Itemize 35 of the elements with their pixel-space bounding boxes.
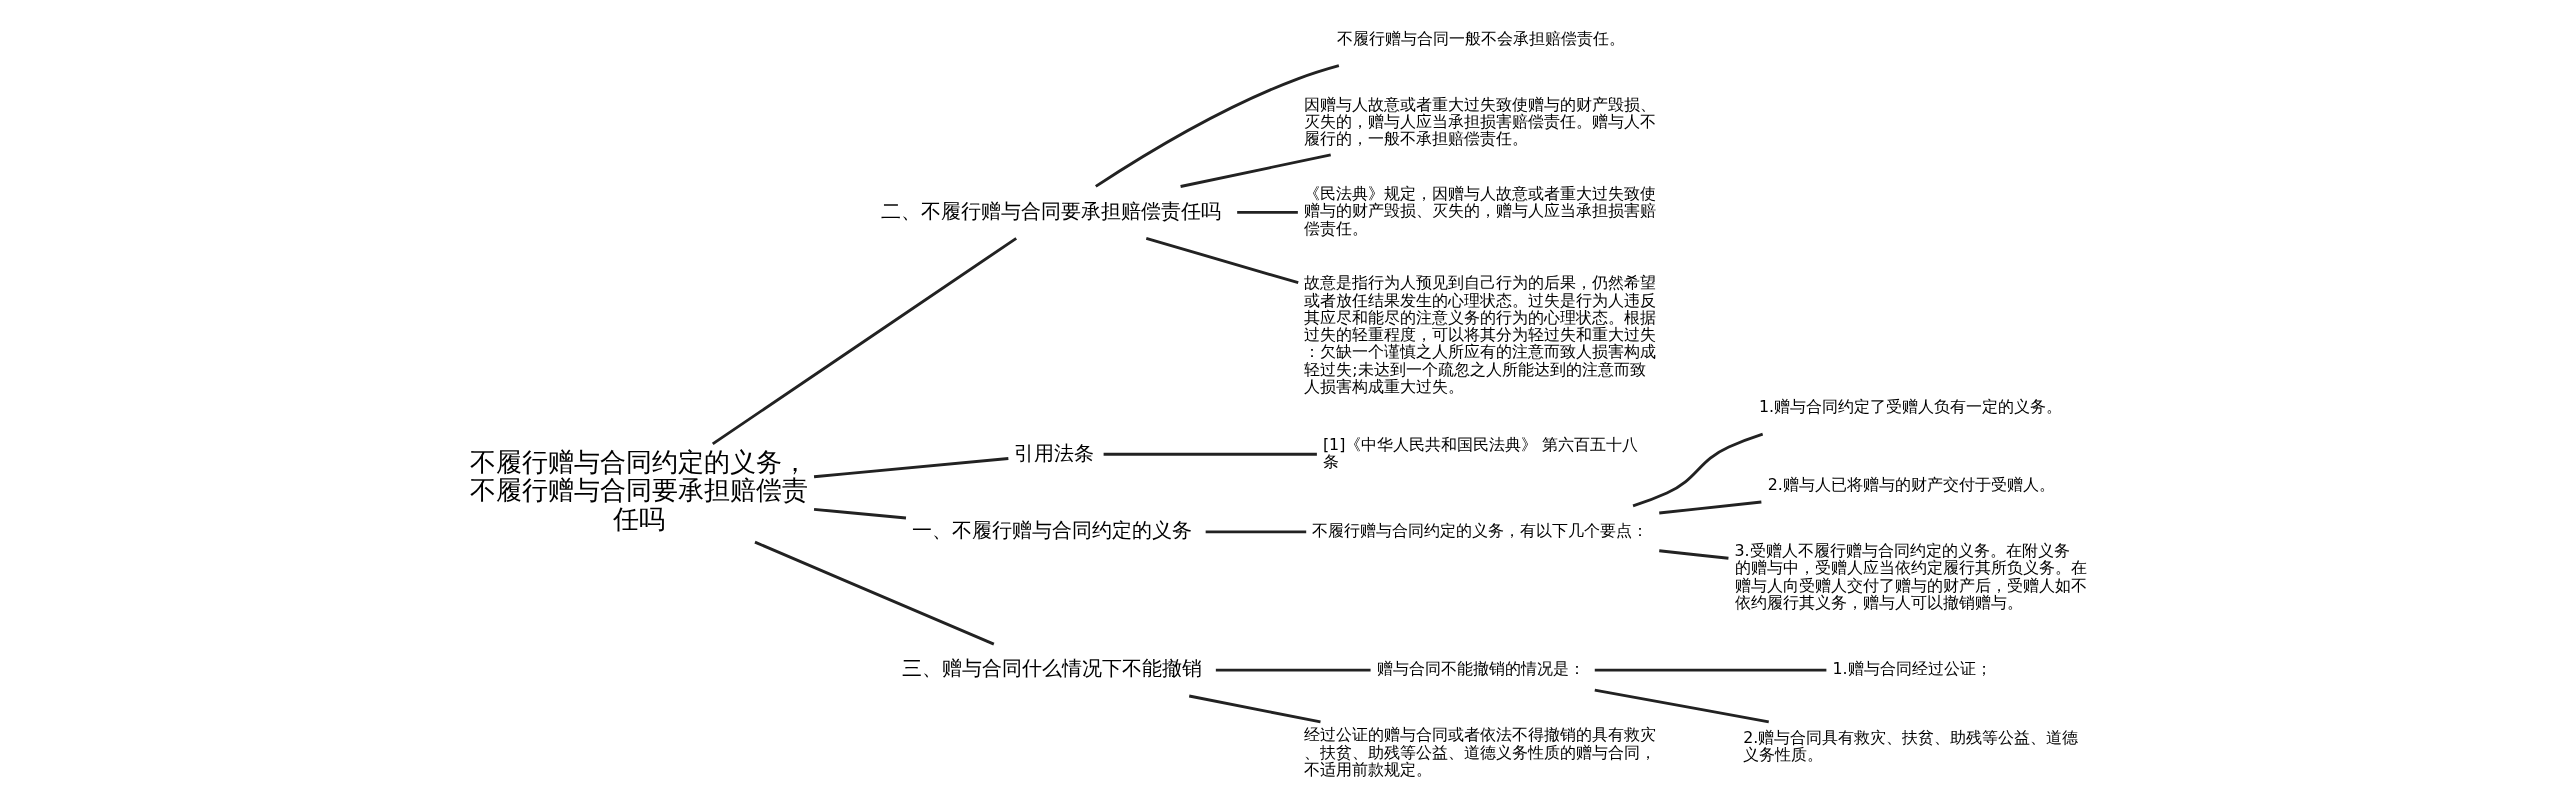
node-text: 赠与合同不能撤销的情况是： [1376,659,1585,679]
node-text: 不履行赠与合同一般不会承担赔偿责任。 [1336,28,1625,48]
node-text: 2.赠与合同具有救灾、扶贫、助残等公益、道德义务性质。 [1742,728,2078,765]
connector [813,457,1008,479]
node-text: 1.赠与合同经过公证； [1831,659,1992,679]
connector [1632,432,1763,508]
connector [1103,452,1317,456]
node-text: 三、赠与合同什么情况下不能撤销 [901,656,1202,681]
connector [1594,688,1769,724]
node-text: 不履行赠与合同约定的义务，不履行赠与合同要承担赔偿责任吗 [469,446,808,535]
connector [1188,694,1321,724]
node-text: 一、不履行赠与合同约定的义务 [911,518,1192,543]
connector [1594,668,1826,672]
node-text: 不履行赠与合同约定的义务，有以下几个要点： [1311,520,1648,540]
node-text: 二、不履行赠与合同要承担赔偿责任吗 [880,198,1221,223]
node-text: [1]《中华人民共和国民法典》 第六百五十八条 [1322,434,1638,471]
connector [1658,549,1729,560]
node-text: 2.赠与人已将赠与的财产交付于受赠人。 [1767,474,2055,494]
connector [1215,668,1371,672]
node-text: 因赠与人故意或者重大过失致使赠与的财产毁损、灭失的，赠与人应当承担损害赔偿责任。赠与人不履行的，一般不承担赔偿责任。 [1303,94,1656,149]
connector [813,507,906,520]
connector [753,540,994,646]
connector [1145,236,1299,285]
connector [711,237,1017,446]
connector [1205,530,1306,534]
node-text: 《民法典》规定，因赠与人故意或者重大过失致使赠与的财产毁损、灭失的，赠与人应当承担损害赔偿责任。 [1303,184,1656,238]
connector [1094,64,1339,188]
node-text: 3.受赠人不履行赠与合同约定的义务。在附义务的赠与中，受赠人应当依约定履行其所负义务。在赠与人向受赠人交付了赠与的财产后，受赠人如不依约履行其义务，赠与人可以撤销赠与。 [1734,541,2087,612]
connector [1179,153,1331,188]
node-text: 经过公证的赠与合同或者依法不得撤销的具有救灾、扶贫、助残等公益、道德义务性质的赠与合同，不适用前款规定。 [1303,725,1656,779]
node-text: 引用法条 [1013,440,1094,465]
connector [1236,210,1298,214]
node-text: 1.赠与合同约定了受赠人负有一定的义务。 [1758,397,2062,417]
connector [1658,500,1761,515]
node-text: 故意是指行为人预见到自己行为的后果，仍然希望或者放任结果发生的心理状态。过失是行为人违反其应尽和能尽的注意义务的行为的心理状态。根据过失的轻重程度，可以将其分为轻过失和重大过失：欠缺一个谨慎之人所应有的注意而致人损害构成轻过失;未达到一个疏忽之人所能达到的注意而致人损害构成重大过失。 [1303,273,1656,397]
